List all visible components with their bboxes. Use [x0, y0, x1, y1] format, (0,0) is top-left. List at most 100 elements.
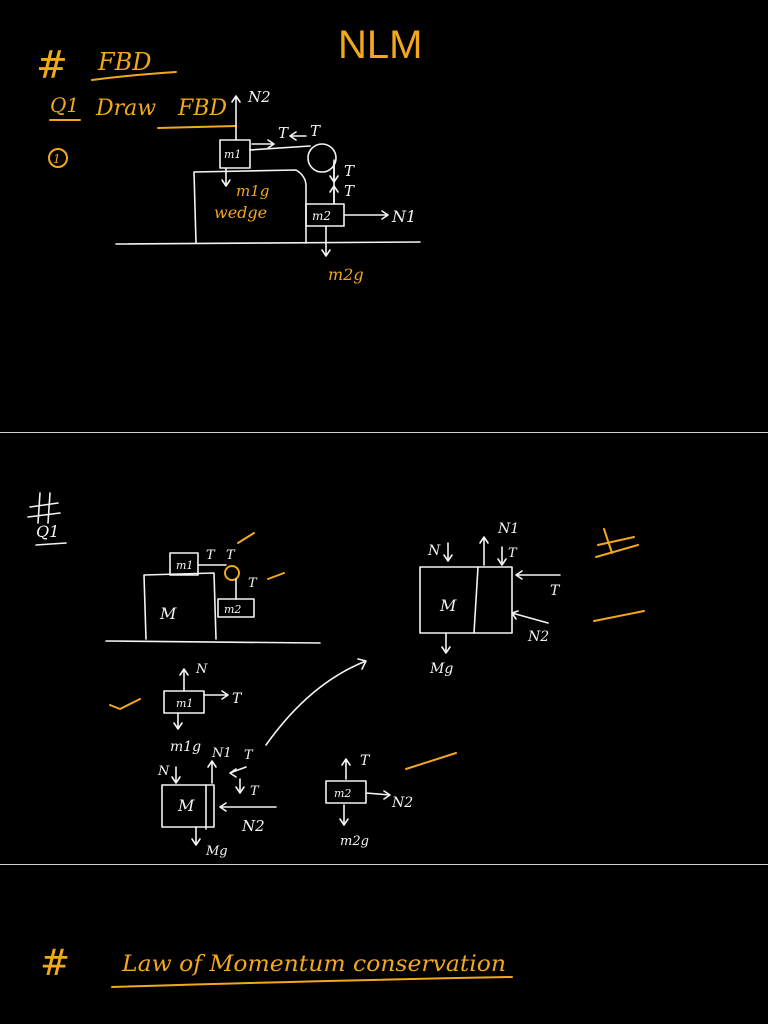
- arrow-N2: [231, 95, 241, 141]
- hash-mark-right: [595, 528, 639, 558]
- page-divider-2: [0, 864, 768, 865]
- arrow-T: [341, 758, 351, 780]
- arrow-m2g: [321, 225, 331, 257]
- m2-fbd-m2g: m2g: [340, 834, 369, 849]
- question-text: Draw: [95, 96, 156, 121]
- label-N2: N2: [247, 88, 271, 106]
- m-fbd: [161, 760, 277, 846]
- label-T1: T: [278, 124, 289, 142]
- heading-hash: #: [36, 43, 68, 87]
- question-label: Q1: [50, 93, 79, 117]
- arrow-T2: [235, 778, 245, 794]
- hash-mark: [27, 492, 61, 524]
- m-fbd-N: N: [157, 764, 170, 779]
- check-mark-m2: [405, 752, 457, 770]
- arrow-T: [203, 690, 229, 700]
- block-M: [143, 572, 217, 640]
- page-1-canvas: NLM # FBD Q1 Draw FBD 1 N2: [36, 23, 422, 284]
- m1-fbd-m1g: m1g: [170, 739, 201, 755]
- heading-underline: [111, 976, 513, 988]
- arrow-T2: [515, 570, 561, 580]
- label-T4: T: [344, 182, 355, 200]
- wedge-box: [419, 566, 513, 634]
- m-fbd-N2: N2: [241, 817, 265, 835]
- arrow-m1g: [221, 167, 231, 187]
- arrow-T-right: [251, 139, 275, 149]
- arrow-m2g: [339, 804, 349, 826]
- m-fbd-T1: T: [244, 748, 254, 763]
- arrow-T-left: [289, 131, 307, 141]
- m2-box: [325, 780, 367, 804]
- arrow-N: [179, 668, 189, 692]
- wedge-fbd-N: N: [427, 543, 441, 559]
- circle-mark: [48, 148, 68, 168]
- heading-hash: #: [40, 943, 70, 984]
- string: [197, 564, 237, 600]
- label-m2g: m2g: [328, 265, 364, 284]
- label-wedge: wedge: [214, 203, 267, 222]
- m-fbd-Mg: Mg: [205, 844, 228, 859]
- setup-diagram: [105, 532, 321, 644]
- arrow-N2: [365, 790, 391, 800]
- wedge-body: [193, 169, 307, 244]
- label-m1g: m1g: [236, 182, 269, 200]
- label-T2: T: [310, 122, 321, 140]
- pulley: [307, 143, 337, 173]
- heading-law: Law of Momentum conservation: [121, 952, 506, 977]
- question-label-underline: [35, 542, 67, 546]
- label-m1: m1: [224, 148, 241, 161]
- ground-line: [115, 241, 421, 245]
- m2-fbd: [325, 752, 457, 826]
- m1-fbd-N: N: [195, 662, 208, 677]
- arrow-T1: [229, 766, 247, 778]
- m1-fbd-m1: m1: [176, 697, 193, 710]
- setup-m1: m1: [176, 559, 193, 572]
- wedge-fbd: [419, 528, 645, 654]
- arrow-N: [171, 766, 181, 784]
- m2-fbd-T: T: [360, 753, 371, 769]
- arrow-m1g: [173, 712, 183, 730]
- circle-mark-text: 1: [53, 152, 61, 166]
- setup-m2: m2: [224, 603, 241, 616]
- arrow-T-up: [329, 185, 339, 203]
- m1-fbd-T: T: [232, 691, 243, 707]
- wedge-fbd-T2: T: [550, 583, 561, 599]
- arrow-N1: [479, 536, 489, 566]
- wedge-fbd-M: M: [439, 596, 457, 615]
- m1-fbd: [109, 668, 229, 730]
- wedge-fbd-T1: T: [508, 546, 518, 561]
- wedge-divider: [473, 566, 479, 634]
- page-3-canvas: # Law of Momentum conservation: [40, 943, 513, 988]
- M-box: [161, 784, 215, 828]
- check-marks: [237, 532, 285, 580]
- question-label: Q1: [36, 522, 59, 541]
- m-fbd-T2: T: [250, 784, 260, 799]
- arrow-Mg: [191, 826, 201, 846]
- label-m2: m2: [312, 209, 331, 223]
- check-mark-m1: [109, 698, 141, 710]
- m2-fbd-N2: N2: [391, 795, 413, 811]
- arrow-N2: [511, 610, 549, 624]
- block-m1: [169, 552, 199, 576]
- m2-fbd-m2: m2: [334, 787, 351, 800]
- page-2-canvas: Q1 M m1 m2 T T T: [27, 492, 645, 859]
- setup-T1: T: [206, 548, 216, 563]
- heading-fbd: FBD: [97, 48, 152, 76]
- setup-T3: T: [248, 576, 258, 591]
- label-N1: N1: [391, 207, 416, 226]
- arrow-N1: [207, 760, 217, 784]
- notes-page-2: Q1 M m1 m2 T T T: [0, 433, 768, 864]
- arrow-T1: [497, 546, 507, 566]
- notes-page-1: NLM # FBD Q1 Draw FBD 1 N2: [0, 0, 768, 432]
- arrow-N2: [219, 802, 277, 812]
- wedge-fbd-N2: N2: [527, 629, 549, 645]
- setup-T2: T: [226, 548, 236, 563]
- notes-page-3: # Law of Momentum conservation: [0, 865, 768, 1024]
- arrow-N1: [343, 210, 389, 220]
- m-fbd-M: M: [177, 796, 195, 815]
- m-fbd-N1: N1: [211, 746, 232, 761]
- arrow-Mg: [441, 632, 451, 654]
- question-target: FBD: [177, 96, 227, 121]
- pulley: [224, 565, 240, 581]
- arrow-N: [443, 542, 453, 562]
